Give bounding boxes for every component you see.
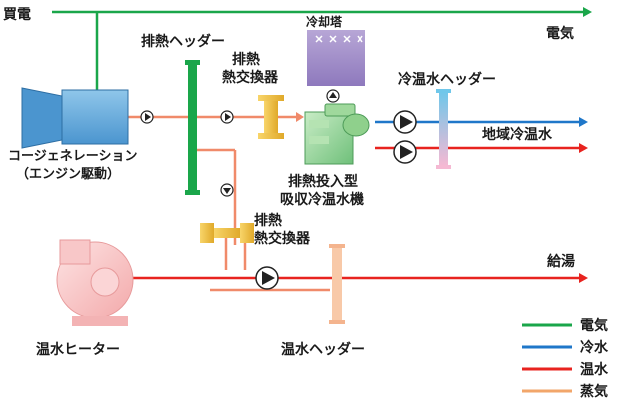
- heat-exchanger-1: [258, 95, 284, 139]
- absorption-chiller-heater: [304, 103, 370, 165]
- label-absorption-line2: 吸収冷温水機: [280, 191, 364, 208]
- label-cooling-tower: 冷却塔: [306, 14, 343, 29]
- exhaust-heat-header: [185, 60, 200, 195]
- label-cogen-line1: コージェネレーション: [8, 149, 137, 164]
- cogeneration-unit: [21, 87, 129, 149]
- electricity-lines: [52, 7, 592, 92]
- legend-label: 蒸気: [580, 383, 608, 400]
- legend-label: 電気: [580, 317, 608, 334]
- pump-icon: [393, 110, 417, 134]
- arrow-cold-water: [579, 117, 588, 127]
- pump-icon: [220, 110, 234, 124]
- label-district-chw: 地域冷温水: [482, 126, 553, 143]
- label-chw-header: 冷温水ヘッダー: [398, 71, 496, 88]
- arrow-district-hot-water: [579, 143, 588, 153]
- legend-label: 冷水: [580, 339, 609, 356]
- label-absorption-line1: 排熱投入型: [288, 173, 358, 190]
- label-water-heater: 温水ヒーター: [36, 341, 120, 358]
- label-electricity-out: 電気: [546, 25, 574, 42]
- pump-icon: [326, 89, 340, 103]
- arrow-to-absorption: [296, 112, 304, 122]
- label-exhaust-header: 排熱ヘッダー: [141, 33, 225, 50]
- label-hx1-line1: 排熱: [232, 51, 260, 68]
- label-cogen-line2: （エンジン駆動）: [16, 166, 120, 182]
- pump-icon: [255, 266, 279, 290]
- label-hot-water-header: 温水ヘッダー: [281, 341, 365, 358]
- label-hot-water-supply: 給湯: [547, 253, 575, 270]
- label-purchased-power: 買電: [3, 6, 31, 23]
- pump-icon: [393, 140, 417, 164]
- water-heater: [56, 239, 134, 326]
- label-hx1-line2: 熱交換器: [222, 69, 279, 86]
- pump-icon: [220, 183, 234, 197]
- pump-icon: [140, 110, 154, 124]
- legend-label: 温水: [580, 361, 609, 378]
- hot-water-header: [329, 244, 345, 324]
- cooling-tower: [307, 30, 365, 86]
- arrow-hot-water-supply: [579, 273, 588, 283]
- label-hx2-line2: 熱交換器: [254, 230, 311, 247]
- heat-exchanger-2: [200, 223, 254, 243]
- chilled-hot-water-header: [436, 89, 451, 169]
- label-hx2-line1: 排熱: [254, 212, 282, 229]
